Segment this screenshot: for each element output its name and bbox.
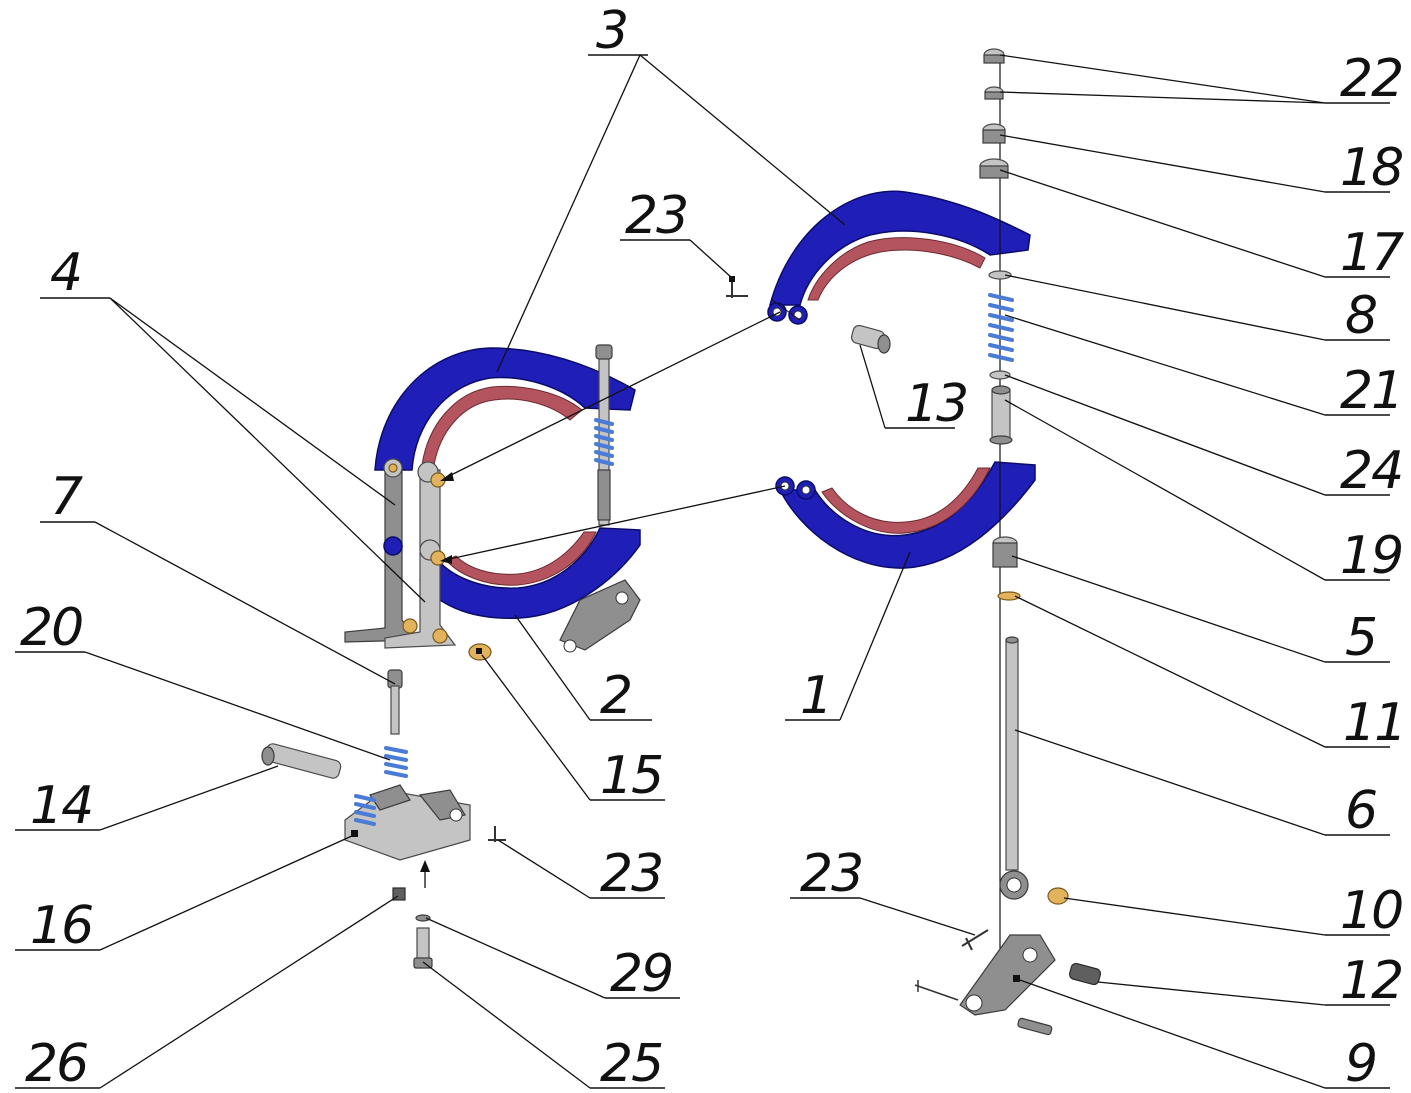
washer-24	[989, 370, 1011, 380]
callout-3: 3	[496, 1, 846, 373]
callout-11: 11	[1014, 595, 1407, 753]
svg-text:23: 23	[625, 186, 687, 246]
svg-text:13: 13	[905, 374, 967, 434]
svg-text:7: 7	[50, 467, 83, 527]
washer-8	[988, 270, 1012, 280]
sleeve-19	[989, 385, 1013, 445]
svg-text:15: 15	[600, 746, 662, 806]
washer-11	[997, 591, 1021, 601]
callout-29: 29	[425, 917, 680, 1004]
lever-9	[959, 934, 1056, 1016]
nut-5	[992, 536, 1018, 568]
washer-29	[415, 914, 431, 922]
callout-24: 24	[1004, 374, 1404, 501]
svg-text:4: 4	[50, 243, 81, 303]
svg-text:2: 2	[600, 666, 631, 726]
callout-21: 21	[1004, 314, 1404, 421]
left-rod-spring	[594, 418, 614, 466]
svg-text:29: 29	[610, 944, 672, 1004]
cotter-pin-lower-left	[914, 980, 959, 1001]
callout-18: 18	[999, 134, 1404, 198]
bracket-16	[344, 784, 471, 861]
svg-text:3: 3	[596, 1, 627, 61]
callout-6: 6	[1014, 729, 1390, 841]
callout-22: 22	[999, 49, 1404, 109]
callout-10: 10	[1063, 881, 1404, 941]
callout-19: 19	[1004, 399, 1404, 586]
svg-text:12: 12	[1340, 951, 1402, 1011]
svg-text:20: 20	[20, 598, 82, 658]
callout-7: 7	[40, 467, 396, 685]
svg-text:19: 19	[1340, 526, 1402, 586]
nut-22-top	[983, 48, 1005, 64]
bushing-10	[1047, 887, 1069, 905]
callout-5: 5	[1011, 555, 1390, 668]
cap-17	[979, 158, 1009, 179]
svg-text:23: 23	[600, 844, 662, 904]
pin-13	[850, 324, 891, 354]
callout-23-lower: 23	[790, 844, 976, 936]
svg-text:18: 18	[1340, 138, 1402, 198]
assembly-arrows	[420, 299, 801, 888]
svg-text:22: 22	[1340, 49, 1402, 109]
rod-6	[999, 636, 1029, 900]
svg-text:9: 9	[1345, 1034, 1376, 1093]
bolt-lever-9	[1017, 1017, 1053, 1036]
pin-14	[261, 743, 342, 779]
bushing-15	[468, 643, 492, 661]
cotter-pin-23-upper	[726, 276, 748, 298]
left-assembled-brake	[344, 344, 641, 653]
nut-18	[982, 123, 1006, 144]
callout-16: 16	[15, 834, 355, 956]
pin-12	[1068, 962, 1102, 986]
upper-right-brake-shoe	[767, 190, 1031, 325]
callout-9: 9	[1016, 978, 1390, 1093]
callout-17: 17	[999, 169, 1406, 283]
callout-8: 8	[1004, 274, 1390, 346]
callout-20: 20	[15, 598, 391, 761]
svg-text:1: 1	[800, 666, 831, 726]
callout-13: 13	[859, 344, 969, 434]
cotter-pin-23-middle	[488, 826, 506, 842]
spring-20	[384, 746, 408, 778]
cotter-pin-23-lower	[961, 929, 989, 951]
lower-right-brake-shoe	[775, 461, 1036, 569]
svg-text:6: 6	[1345, 781, 1376, 841]
svg-text:25: 25	[600, 1034, 662, 1093]
callout-15: 15	[481, 654, 665, 806]
svg-text:8: 8	[1345, 286, 1376, 346]
bolt-7	[387, 669, 403, 735]
svg-text:11: 11	[1343, 693, 1405, 753]
svg-text:16: 16	[30, 896, 92, 956]
svg-text:26: 26	[25, 1034, 87, 1093]
nut-22-second	[984, 86, 1004, 100]
callout-4: 4	[40, 243, 426, 603]
svg-text:21: 21	[1340, 361, 1402, 421]
svg-text:14: 14	[30, 776, 92, 836]
svg-text:17: 17	[1340, 223, 1404, 283]
callout-12: 12	[1097, 951, 1404, 1011]
callout-23-middle: 23	[497, 839, 665, 904]
callout-23-upper: 23	[620, 186, 733, 279]
callout-1: 1	[785, 551, 911, 726]
callout-26: 26	[15, 895, 399, 1093]
spring-21	[988, 293, 1014, 362]
callout-2: 2	[514, 614, 652, 726]
callout-14: 14	[15, 765, 279, 836]
svg-text:5: 5	[1345, 608, 1376, 668]
svg-text:23: 23	[800, 844, 862, 904]
callout-25: 25	[422, 961, 665, 1093]
svg-text:24: 24	[1340, 441, 1402, 501]
svg-text:10: 10	[1340, 881, 1402, 941]
